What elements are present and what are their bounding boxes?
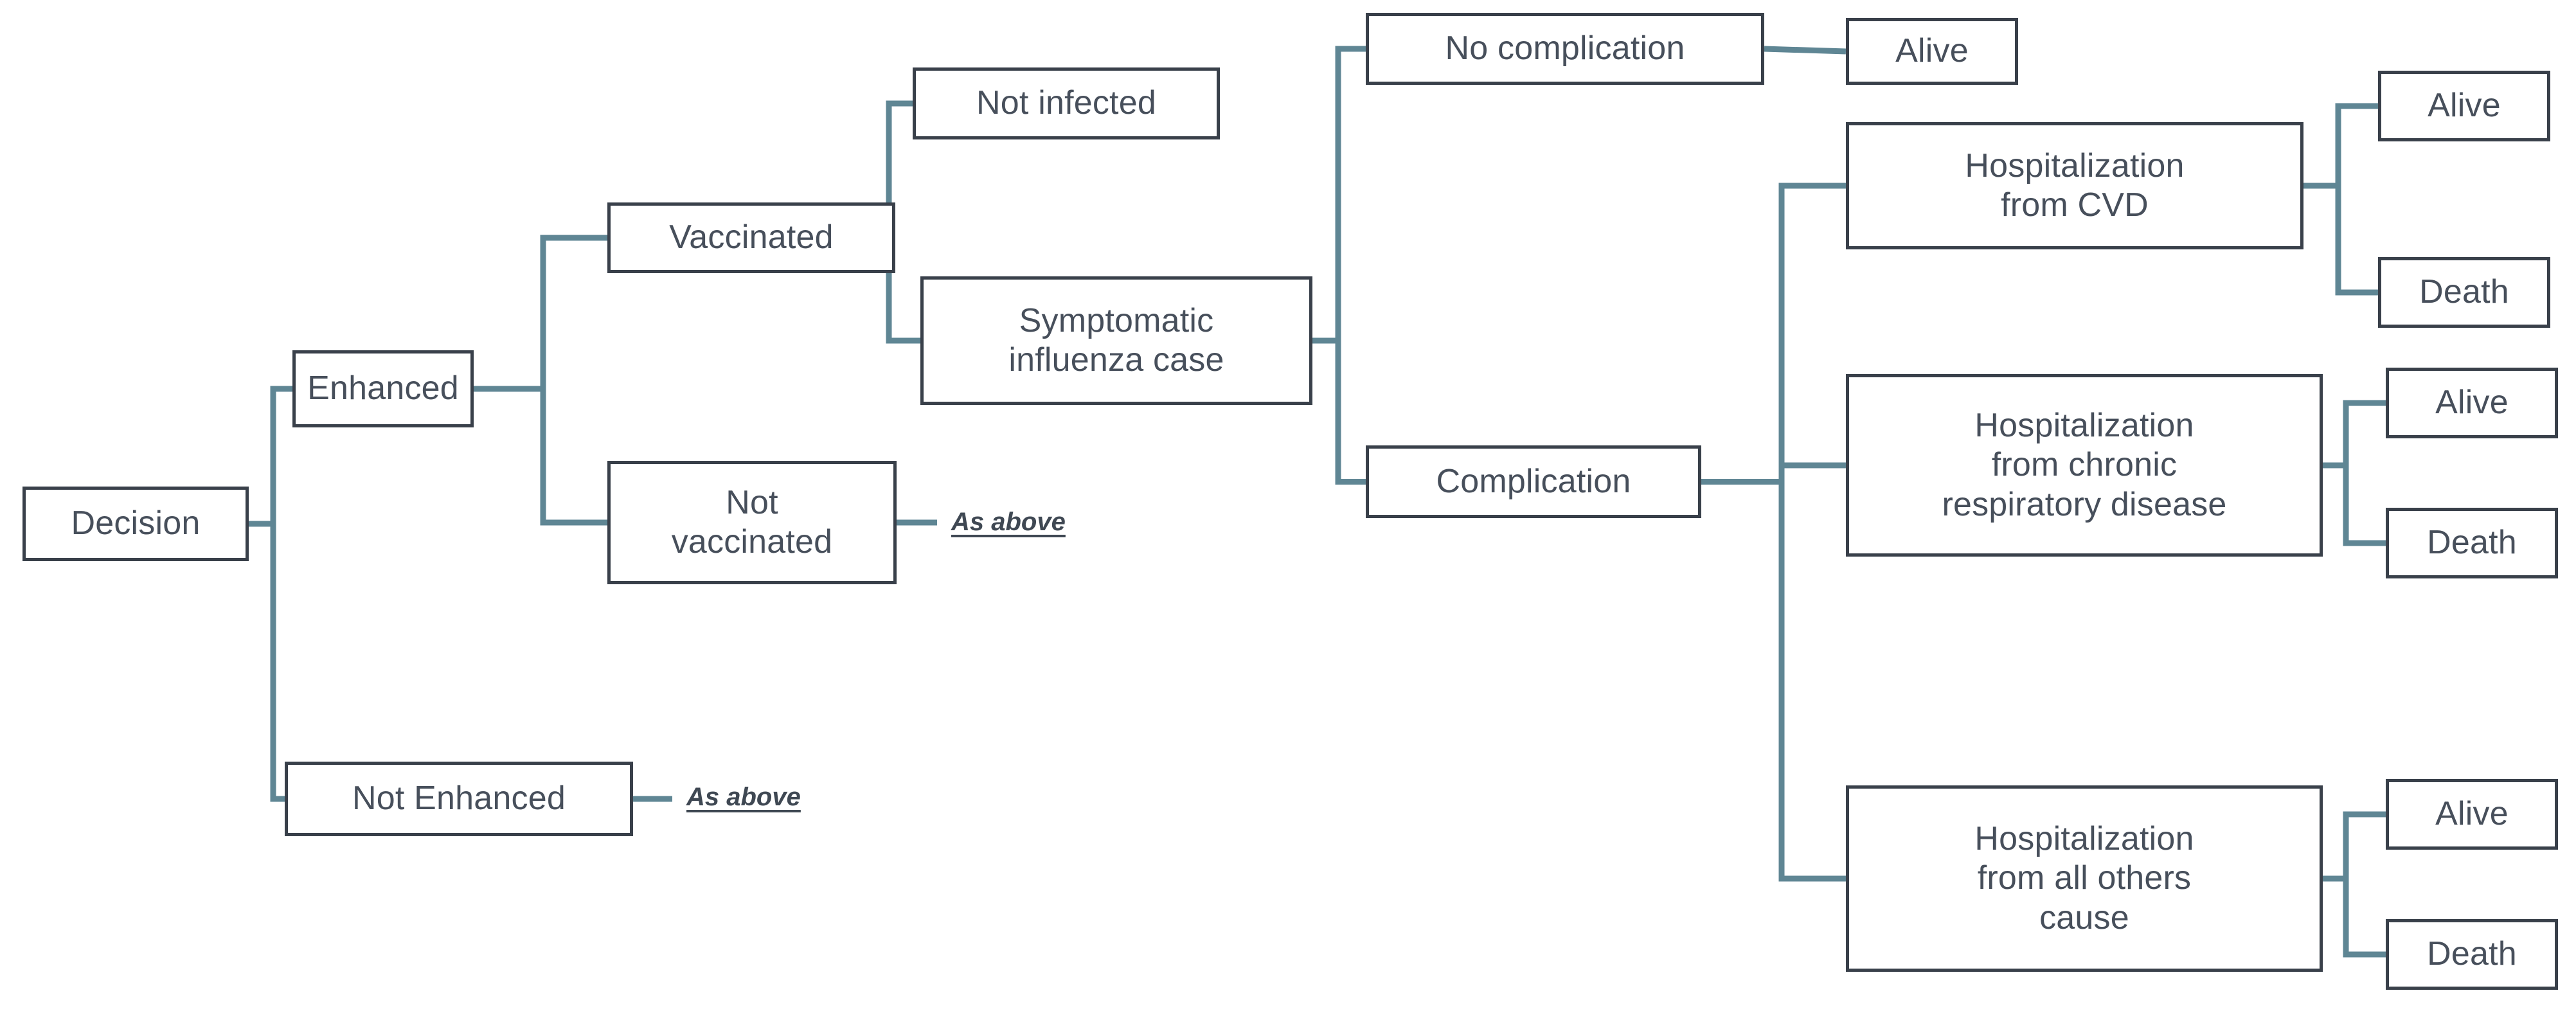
node-death-cvd[interactable]: Death xyxy=(2378,257,2550,328)
node-no-complication[interactable]: No complication xyxy=(1366,13,1764,85)
connector-no-complication-to-alive-nocomp xyxy=(1764,46,1847,55)
connector-enhanced-to-not-vaccinated xyxy=(474,386,607,526)
node-label: Death xyxy=(2419,273,2509,311)
node-label: Complication xyxy=(1436,462,1631,500)
connector-hosp-other-to-death-other xyxy=(2323,875,2386,958)
node-complication[interactable]: Complication xyxy=(1366,445,1701,518)
connector-enhanced-to-vaccinated xyxy=(474,235,607,392)
node-enhanced[interactable]: Enhanced xyxy=(292,350,474,427)
node-death-resp[interactable]: Death xyxy=(2386,508,2558,578)
node-death-other[interactable]: Death xyxy=(2386,919,2558,990)
connector-complication-to-hosp-other xyxy=(1701,479,1846,882)
node-label: Not Enhanced xyxy=(352,780,566,818)
connector-hosp-resp-to-alive-resp xyxy=(2323,400,2386,469)
node-label: No complication xyxy=(1445,30,1685,67)
node-label: Death xyxy=(2427,935,2517,973)
annotation-as-above-not-vaccinated: As above xyxy=(951,508,1066,536)
node-alive-nocomp[interactable]: Alive xyxy=(1846,18,2018,85)
node-not-infected[interactable]: Not infected xyxy=(913,67,1220,139)
node-vaccinated[interactable]: Vaccinated xyxy=(607,202,895,273)
connector-hosp-cvd-to-alive-cvd xyxy=(2303,103,2378,189)
node-decision[interactable]: Decision xyxy=(22,487,249,561)
node-alive-cvd[interactable]: Alive xyxy=(2378,71,2550,141)
node-alive-resp[interactable]: Alive xyxy=(2386,368,2558,438)
connector-hosp-cvd-to-death-cvd xyxy=(2303,183,2378,296)
node-label: Vaccinated xyxy=(669,219,834,256)
node-label: Death xyxy=(2427,524,2517,562)
node-label: Decision xyxy=(71,505,201,542)
node-not-enhanced[interactable]: Not Enhanced xyxy=(285,762,633,836)
node-label: Alive xyxy=(2435,795,2509,833)
connector-decision-to-enhanced xyxy=(249,386,292,527)
node-label: Alive xyxy=(1895,32,1969,70)
connector-hosp-resp-to-death-resp xyxy=(2323,462,2386,546)
connector-decision-to-not-enhanced xyxy=(249,521,285,802)
node-label: Alive xyxy=(2435,384,2509,422)
node-label: Not infected xyxy=(976,84,1156,122)
connector-hosp-other-to-alive-other xyxy=(2323,811,2386,882)
connector-complication-to-hosp-cvd xyxy=(1701,183,1846,485)
connector-symptomatic-to-complication xyxy=(1312,337,1366,485)
node-alive-other[interactable]: Alive xyxy=(2386,779,2558,850)
node-label: Enhanced xyxy=(307,370,459,407)
annotation-as-above-not-enhanced: As above xyxy=(686,783,801,811)
node-label: Alive xyxy=(2428,87,2501,125)
connector-symptomatic-to-no-complication xyxy=(1312,46,1366,344)
connector-complication-to-hosp-resp xyxy=(1701,462,1846,485)
